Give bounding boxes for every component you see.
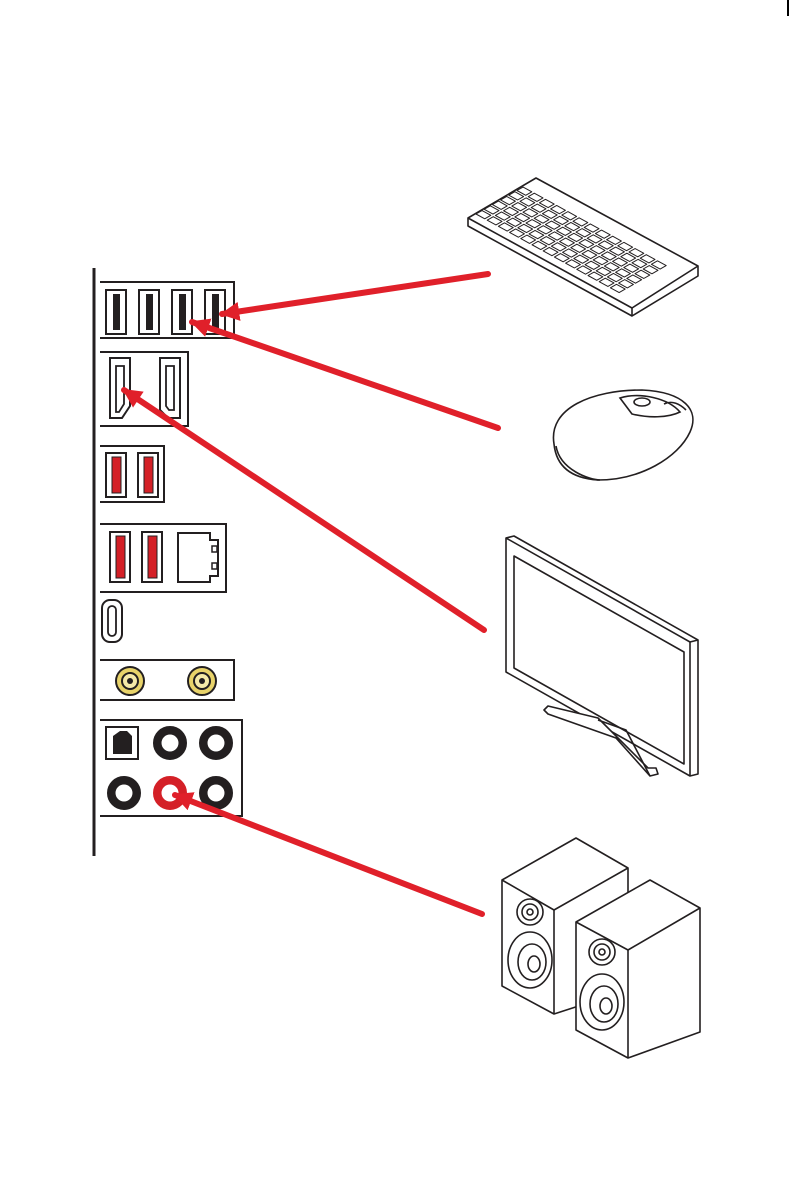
arrow-mouse-to-usb bbox=[192, 322, 498, 428]
rear-io-panel bbox=[94, 268, 242, 856]
displayport-port bbox=[160, 358, 180, 418]
wifi-antenna-connector bbox=[188, 667, 216, 695]
audio-block bbox=[100, 720, 242, 816]
speakers-illustration bbox=[502, 838, 700, 1058]
audio-jack bbox=[108, 777, 140, 809]
audio-jack bbox=[154, 727, 186, 759]
monitor-illustration bbox=[506, 536, 698, 776]
arrow-speakers-to-line-out bbox=[175, 795, 482, 914]
display-port-block bbox=[100, 352, 188, 426]
arrow-monitor-to-hdmi bbox=[124, 390, 484, 630]
usb-c-port bbox=[102, 600, 122, 642]
audio-jack bbox=[200, 727, 232, 759]
optical-spdif-port bbox=[106, 727, 138, 759]
arrow-keyboard-to-usb bbox=[222, 274, 488, 314]
mouse-illustration bbox=[553, 390, 692, 480]
rj45-lan-port bbox=[178, 533, 218, 582]
keyboard-illustration bbox=[468, 178, 698, 316]
line-out-jack bbox=[154, 777, 186, 809]
usb3-lan-block bbox=[100, 524, 226, 592]
wifi-antenna-connector bbox=[116, 667, 144, 695]
wifi-antenna-block bbox=[100, 660, 234, 700]
usb3-port-block-upper bbox=[100, 446, 164, 502]
